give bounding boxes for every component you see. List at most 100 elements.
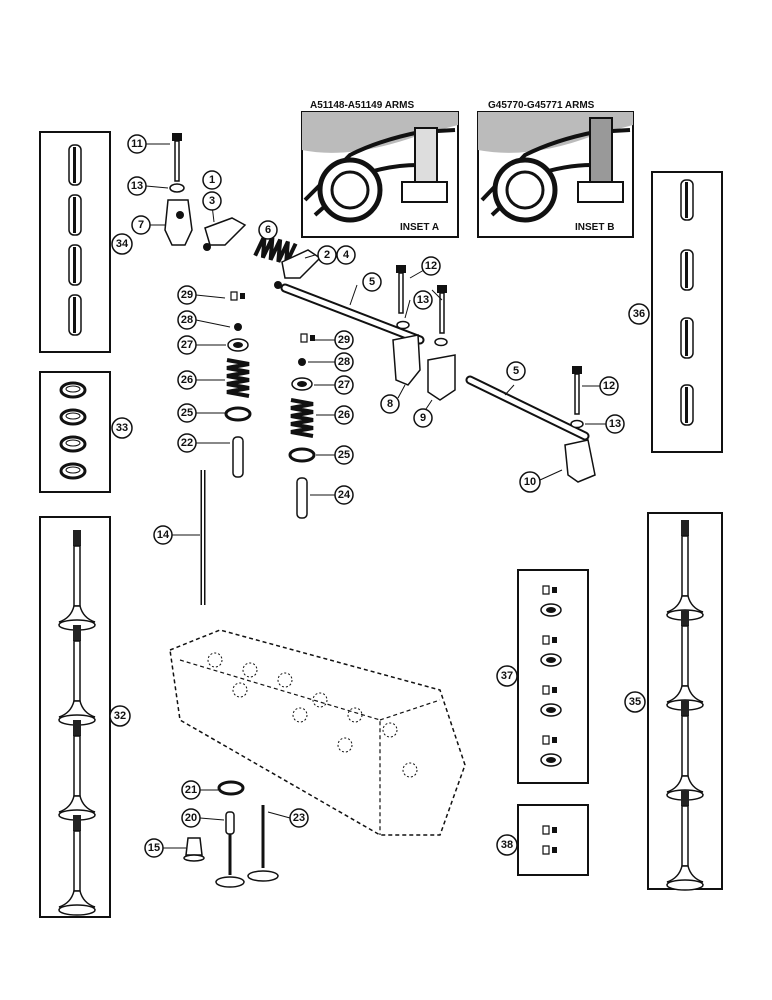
callout-5a: 5 xyxy=(362,272,382,292)
callout-20: 20 xyxy=(181,808,201,828)
callout-text-29b: 29 xyxy=(338,334,350,346)
callout-23: 23 xyxy=(289,808,309,828)
callout-text-9: 9 xyxy=(420,412,426,424)
cylinder-head xyxy=(169,629,466,836)
inset-a-caption: A51148-A51149 ARMS xyxy=(310,100,414,111)
callout-9: 9 xyxy=(413,408,433,428)
callout-33: 33 xyxy=(111,417,133,439)
box-36-valve-guides xyxy=(651,171,723,453)
callout-text-13c: 13 xyxy=(609,418,621,430)
callout-4: 4 xyxy=(336,245,356,265)
callout-text-20: 20 xyxy=(185,812,197,824)
callout-26b: 26 xyxy=(334,405,354,425)
inset-b: G45770-G45771 ARMS INSET B xyxy=(477,100,634,238)
inset-b-caption: G45770-G45771 ARMS xyxy=(488,100,595,111)
callout-text-28b: 28 xyxy=(338,356,350,368)
box-34-valve-guides xyxy=(39,131,111,353)
callout-11: 11 xyxy=(127,134,147,154)
callout-text-24: 24 xyxy=(338,489,351,501)
callout-text-15: 15 xyxy=(148,842,160,854)
callout-5b: 5 xyxy=(506,361,526,381)
callout-29a: 29 xyxy=(177,285,197,305)
callout-12a: 12 xyxy=(421,256,441,276)
callout-32: 32 xyxy=(109,705,131,727)
callout-25b: 25 xyxy=(334,445,354,465)
callout-26a: 26 xyxy=(177,370,197,390)
callout-22: 22 xyxy=(177,433,197,453)
box-35-valves xyxy=(647,512,723,891)
callout-text-14: 14 xyxy=(157,529,170,541)
spring-stack-center xyxy=(288,333,316,519)
callout-text-12b: 12 xyxy=(603,380,615,392)
callout-27a: 27 xyxy=(177,335,197,355)
callout-text-6: 6 xyxy=(265,224,271,236)
rocker-assembly xyxy=(164,133,596,483)
callout-text-38: 38 xyxy=(501,839,513,851)
callout-25a: 25 xyxy=(177,403,197,423)
callout-text-26b: 26 xyxy=(338,409,350,421)
callout-28a: 28 xyxy=(177,310,197,330)
callout-text-5b: 5 xyxy=(513,365,519,377)
callout-24: 24 xyxy=(334,485,354,505)
box-33-seat-inserts xyxy=(39,371,111,493)
callout-8: 8 xyxy=(380,394,400,414)
callout-text-28a: 28 xyxy=(181,314,193,326)
callout-21: 21 xyxy=(181,780,201,800)
loose-parts xyxy=(183,780,279,888)
callout-28b: 28 xyxy=(334,352,354,372)
box-32-valves xyxy=(39,516,111,918)
callout-34: 34 xyxy=(111,233,133,255)
callouts: 1 2 3 4 5 5 6 7 8 9 10 11 12 12 13 13 13… xyxy=(109,134,650,858)
callout-text-27b: 27 xyxy=(338,379,350,391)
callout-12b: 12 xyxy=(599,376,619,396)
inset-b-label: INSET B xyxy=(575,222,614,233)
callout-1: 1 xyxy=(202,170,222,190)
callout-text-4: 4 xyxy=(343,249,350,261)
callout-text-32: 32 xyxy=(114,710,126,722)
inset-a: A51148-A51149 ARMS INSET A xyxy=(301,100,459,238)
callout-13a: 13 xyxy=(127,176,147,196)
callout-text-5a: 5 xyxy=(369,276,375,288)
callout-text-13a: 13 xyxy=(131,180,143,192)
box-38-keepers xyxy=(517,804,589,876)
callout-text-36: 36 xyxy=(633,308,645,320)
callout-text-13b: 13 xyxy=(417,294,429,306)
inset-a-label: INSET A xyxy=(400,222,439,233)
callout-7: 7 xyxy=(131,215,151,235)
callout-text-21: 21 xyxy=(185,784,197,796)
callout-text-34: 34 xyxy=(116,238,129,250)
callout-text-7: 7 xyxy=(138,219,144,231)
callout-27b: 27 xyxy=(334,375,354,395)
callout-text-25a: 25 xyxy=(181,407,193,419)
callout-text-37: 37 xyxy=(501,670,513,682)
leader-lines xyxy=(145,143,606,849)
callout-2: 2 xyxy=(317,245,337,265)
callout-15: 15 xyxy=(144,838,164,858)
spring-stack-left xyxy=(200,291,252,605)
callout-text-22: 22 xyxy=(181,437,193,449)
callout-text-33: 33 xyxy=(116,422,128,434)
callout-37: 37 xyxy=(496,665,518,687)
callout-35: 35 xyxy=(624,691,646,713)
callout-text-1: 1 xyxy=(209,174,215,186)
callout-6: 6 xyxy=(258,220,278,240)
callout-text-23: 23 xyxy=(293,812,305,824)
callout-38: 38 xyxy=(496,834,518,856)
callout-13b: 13 xyxy=(413,290,433,310)
callout-text-11: 11 xyxy=(131,138,143,150)
callout-14: 14 xyxy=(153,525,173,545)
callout-text-35: 35 xyxy=(629,696,641,708)
callout-text-25b: 25 xyxy=(338,449,350,461)
callout-29b: 29 xyxy=(334,330,354,350)
callout-3: 3 xyxy=(202,191,222,211)
callout-36: 36 xyxy=(628,303,650,325)
callout-text-2: 2 xyxy=(324,249,330,261)
callout-text-26a: 26 xyxy=(181,374,193,386)
callout-text-8: 8 xyxy=(387,398,393,410)
callout-13c: 13 xyxy=(605,414,625,434)
callout-text-12a: 12 xyxy=(425,260,437,272)
callout-text-27a: 27 xyxy=(181,339,193,351)
callout-text-3: 3 xyxy=(209,195,215,207)
callout-10: 10 xyxy=(519,471,541,493)
